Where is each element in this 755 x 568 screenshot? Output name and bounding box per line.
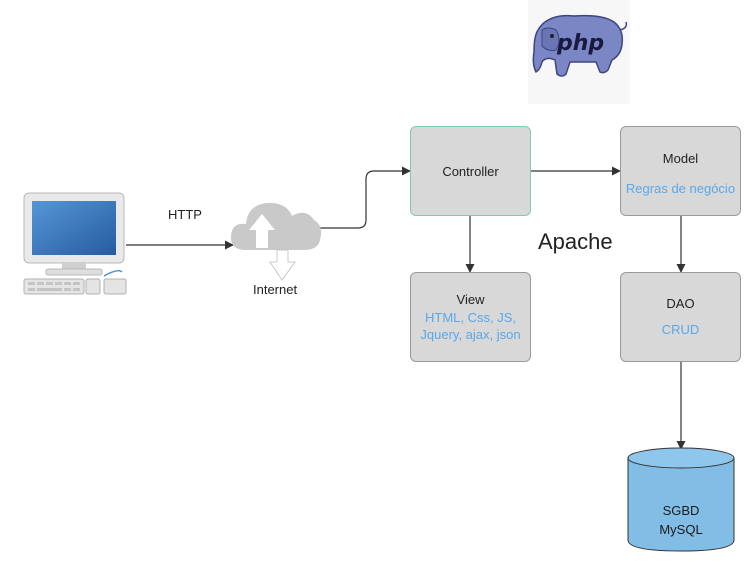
view-title: View (456, 291, 485, 307)
internet-label: Internet (253, 282, 298, 297)
dao-subtitle: CRUD (661, 322, 700, 337)
controller-title: Controller (442, 163, 499, 179)
database-line1: SGBD (662, 503, 700, 518)
apache-label: Apache (538, 229, 613, 254)
http-label: HTTP (168, 207, 202, 222)
model-title: Model (662, 151, 699, 166)
dao-node: DAO CRUD (620, 272, 741, 362)
cloud-icon (230, 202, 322, 281)
view-subtitle-line2: Jquery, ajax, json (420, 326, 521, 342)
view-subtitle-line1: HTML, Css, JS, (424, 309, 516, 325)
php-elephant-logo: php (528, 0, 630, 104)
model-subtitle: Regras de negócio (625, 181, 736, 196)
dao-title: DAO (666, 296, 695, 311)
database-label: SGBD MySQL (628, 501, 734, 539)
database-line2: MySQL (659, 522, 703, 537)
view-node: View HTML, Css, JS, Jquery, ajax, json (410, 272, 531, 362)
computer-icon (23, 192, 127, 295)
database-cylinder (627, 447, 735, 552)
php-logo-text: php (556, 31, 604, 56)
model-node: Model Regras de negócio (620, 126, 741, 216)
arrow-internet-to-controller (320, 166, 411, 229)
controller-node: Controller (410, 126, 531, 216)
